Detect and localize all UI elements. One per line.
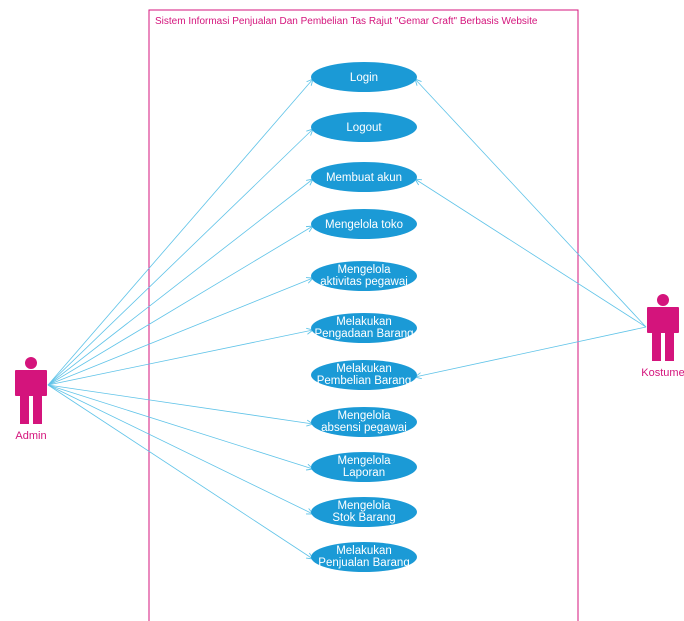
use-case-label: Mengelola <box>337 264 391 276</box>
use-case-label: Melakukan <box>336 363 392 375</box>
use-case-ellipse <box>311 162 417 192</box>
use-case-label: Membuat akun <box>326 172 402 184</box>
kostume-label: Kostume <box>641 367 684 379</box>
use-case-login[interactable]: Login <box>311 62 417 92</box>
use-case-label: Mengelola <box>337 410 391 422</box>
association-admin-mengelola-aktivitas-pegawai <box>47 277 314 386</box>
use-case-ellipse <box>311 452 417 482</box>
use-case-ellipse <box>311 313 417 343</box>
use-case-ellipse <box>311 261 417 291</box>
use-case-label: Mengelola toko <box>325 219 403 231</box>
use-case-label: absensi pegawai <box>321 422 407 434</box>
use-case-label: Penjualan Barang <box>318 557 409 569</box>
use-case-label: Melakukan <box>336 545 392 557</box>
use-case-ellipse <box>311 209 417 239</box>
association-kostume-melakukan-pembelian-barang <box>413 326 647 380</box>
association-admin-mengelola-toko <box>47 225 314 386</box>
system-title: Sistem Informasi Penjualan Dan Pembelian… <box>155 16 538 27</box>
actor-admin[interactable]: Admin <box>15 357 47 442</box>
association-admin-melakukan-pengadaan-barang <box>47 327 315 386</box>
use-case-label: Pembelian Barang <box>317 375 412 387</box>
use-case-mengelola-toko[interactable]: Mengelola toko <box>311 209 417 239</box>
use-case-label: Laporan <box>343 467 385 479</box>
use-case-label: aktivitas pegawai <box>320 276 408 288</box>
system-boundary <box>148 9 579 621</box>
use-case-ellipse <box>311 407 417 437</box>
use-case-ellipse <box>311 62 417 92</box>
use-case-ellipse <box>311 112 417 142</box>
association-admin-login <box>47 78 314 386</box>
use-case-label: Mengelola <box>337 500 391 512</box>
actor-kostume[interactable]: Kostume <box>641 294 684 379</box>
use-case-label: Login <box>350 72 378 84</box>
association-admin-logout <box>47 128 314 386</box>
association-admin-membuat-akun <box>47 178 314 386</box>
association-kostume-membuat-akun <box>414 178 647 328</box>
use-case-membuat-akun[interactable]: Membuat akun <box>311 162 417 192</box>
use-case-ellipse <box>311 542 417 572</box>
use-case-label: Logout <box>346 122 382 134</box>
association-admin-melakukan-penjualan-barang <box>47 384 314 560</box>
admin-label: Admin <box>15 430 46 442</box>
use-case-label: Pengadaan Barang <box>314 328 413 340</box>
kostume-figure-icon <box>647 294 679 361</box>
association-kostume-login <box>414 78 647 328</box>
admin-figure-icon <box>15 357 47 424</box>
use-case-label: Stok Barang <box>332 512 395 524</box>
use-case-ellipse <box>311 497 417 527</box>
association-admin-mengelola-laporan <box>47 384 314 471</box>
use-case-label: Melakukan <box>336 316 392 328</box>
use-case-ellipse <box>311 360 417 390</box>
association-admin-mengelola-absensi-pegawai <box>47 384 315 427</box>
use-case-label: Mengelola <box>337 455 391 467</box>
use-case-logout[interactable]: Logout <box>311 112 417 142</box>
